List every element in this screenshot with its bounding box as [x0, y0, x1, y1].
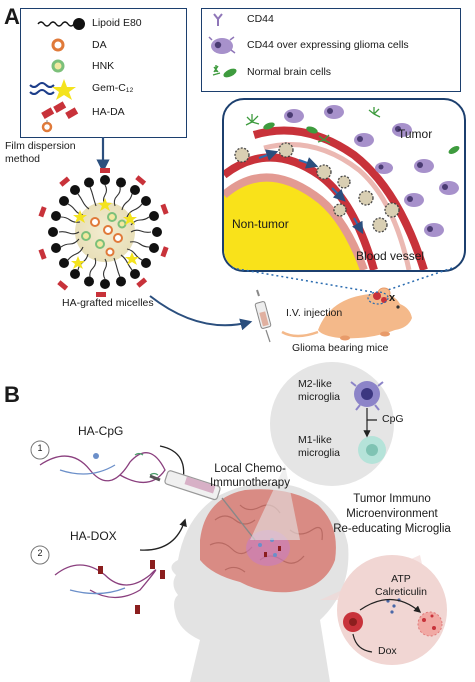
ha-cpg-strand-icon: [39, 452, 166, 483]
injection-label: I.V. injection: [286, 307, 343, 319]
therapy-label: Local Chemo- Immunotherapy: [210, 463, 290, 490]
m2-microglia-icon: [350, 381, 384, 411]
step2-label: HA-DOX: [70, 529, 117, 543]
panel-b-label: B: [4, 382, 20, 407]
syringe-icon: [254, 289, 272, 343]
m2-label: M2-like microglia: [298, 378, 341, 404]
component-label-gem: Gem-C₁₂: [92, 82, 134, 94]
x-mark: x: [389, 292, 396, 304]
tumor-vessel-inset: [222, 98, 466, 272]
cpg-label: CpG: [382, 413, 404, 425]
micelle-label: HA-grafted micelles: [62, 297, 154, 309]
tme-label: Tumor Immuno Microenvironment Re-educati…: [333, 493, 451, 535]
dox-label: Dox: [378, 645, 397, 657]
panel-a-label: A: [4, 4, 20, 29]
tumor-label: Tumor: [398, 127, 433, 141]
tumor-vessel-graphic: [224, 105, 460, 270]
non-tumor-label: Non-tumor: [232, 217, 289, 231]
component-label-lipoid: Lipoid E80: [92, 17, 142, 29]
step1-label: HA-CpG: [78, 424, 124, 438]
method-label: Film dispersion method: [5, 140, 76, 166]
legend-label-cd44: CD44: [247, 13, 274, 25]
dying-cell-icon: [417, 611, 443, 637]
component-label-hada: HA-DA: [92, 106, 125, 118]
mouse-label: Glioma bearing mice: [292, 342, 389, 354]
legend-box: [201, 8, 461, 92]
component-label-da: DA: [92, 39, 107, 51]
step1-number: 1: [37, 443, 43, 453]
blood-vessel-label: Blood vessel: [356, 249, 425, 263]
step2-number: 2: [37, 548, 43, 558]
m1-microglia-icon: [358, 436, 386, 464]
legend-label-glioma: CD44 over expressing glioma cells: [247, 39, 409, 51]
legend-label-normal: Normal brain cells: [247, 66, 332, 78]
atp-label: ATP Calreticulin: [375, 573, 427, 599]
ha-grafted-micelle: [38, 168, 169, 297]
m1-label: M1-like microglia: [298, 434, 341, 460]
ha-dox-strand-icon: [54, 560, 165, 614]
tumor-cell-icon: [343, 612, 363, 632]
component-label-hnk: HNK: [92, 60, 115, 72]
